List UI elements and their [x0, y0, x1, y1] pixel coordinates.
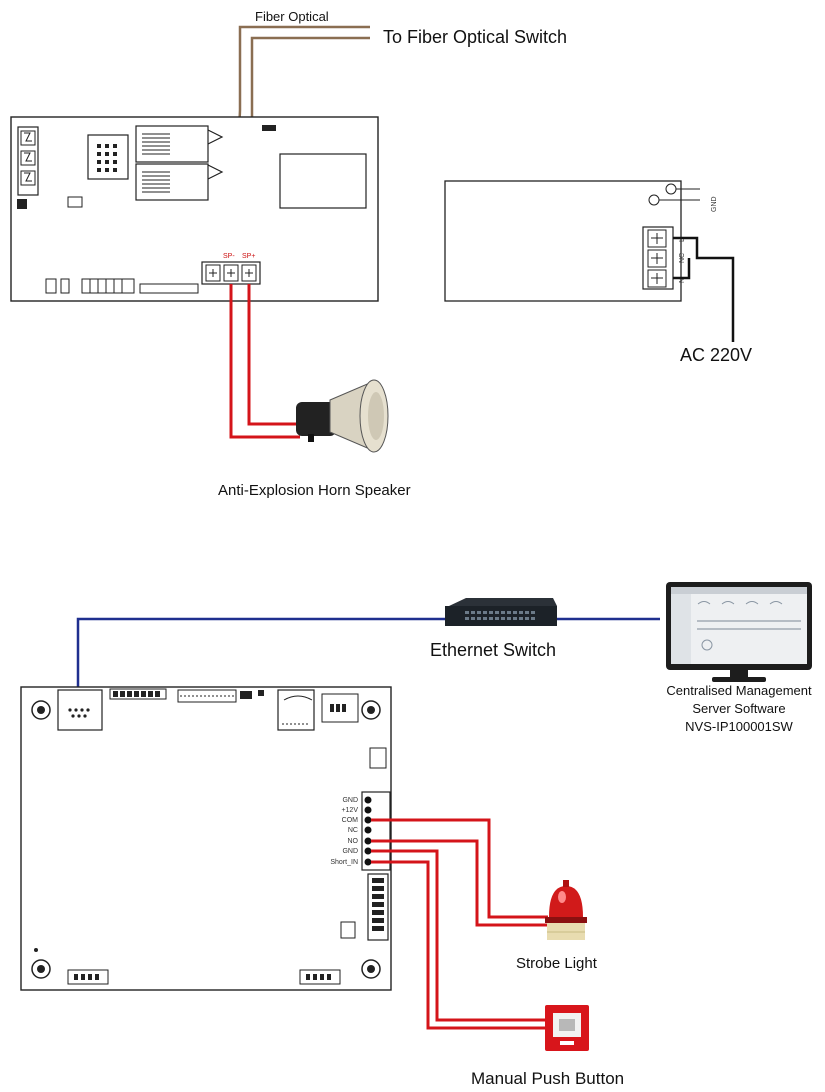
strobe-light-icon: [545, 880, 587, 940]
pin-label-gnd: GND: [342, 797, 358, 804]
management-monitor-icon: [666, 582, 812, 682]
network-cable: [76, 617, 660, 690]
psu-n-label: N: [679, 278, 686, 283]
horn-speaker-icon: [296, 379, 389, 453]
cms-line-2: Server Software: [692, 701, 785, 716]
power-supply: [444, 180, 700, 302]
cms-line-3: NVS-IP100001SW: [685, 719, 793, 734]
pin-label-nc: NC: [348, 827, 358, 834]
horn-speaker-label: Anti-Explosion Horn Speaker: [218, 482, 411, 499]
manual-push-button-label: Manual Push Button: [471, 1069, 624, 1088]
sp-minus-label: SP-: [223, 253, 235, 260]
speaker-wires: [229, 284, 300, 439]
pin-label-com: COM: [342, 817, 359, 824]
terminal-pin-labels: GND +12V COM NC NO GND Short_IN: [330, 797, 358, 866]
to-fiber-switch-label: To Fiber Optical Switch: [383, 27, 567, 47]
pin-label-no: NO: [348, 838, 359, 845]
main-board: [20, 686, 392, 991]
strobe-light-label: Strobe Light: [516, 955, 598, 972]
psu-gnd-label: GND: [711, 196, 718, 212]
pin-label-12v: +12V: [341, 807, 358, 814]
ethernet-switch-label: Ethernet Switch: [430, 640, 556, 660]
ac-220v-label: AC 220V: [680, 345, 752, 365]
ac-power-wires: [673, 236, 735, 342]
psu-nc-label: NC: [679, 253, 686, 263]
fiber-board: [10, 116, 379, 302]
sp-plus-label: SP+: [242, 253, 255, 260]
alarm-wires: [371, 818, 548, 1030]
manual-push-button-icon: [545, 1005, 589, 1051]
cms-line-1: Centralised Management: [666, 683, 812, 698]
fiber-optical-label: Fiber Optical: [255, 9, 329, 24]
pin-label-short-in: Short_IN: [330, 859, 358, 866]
ethernet-switch-icon: [445, 598, 557, 626]
psu-l-label: L: [679, 238, 686, 242]
pin-label-gnd-2: GND: [342, 848, 358, 855]
